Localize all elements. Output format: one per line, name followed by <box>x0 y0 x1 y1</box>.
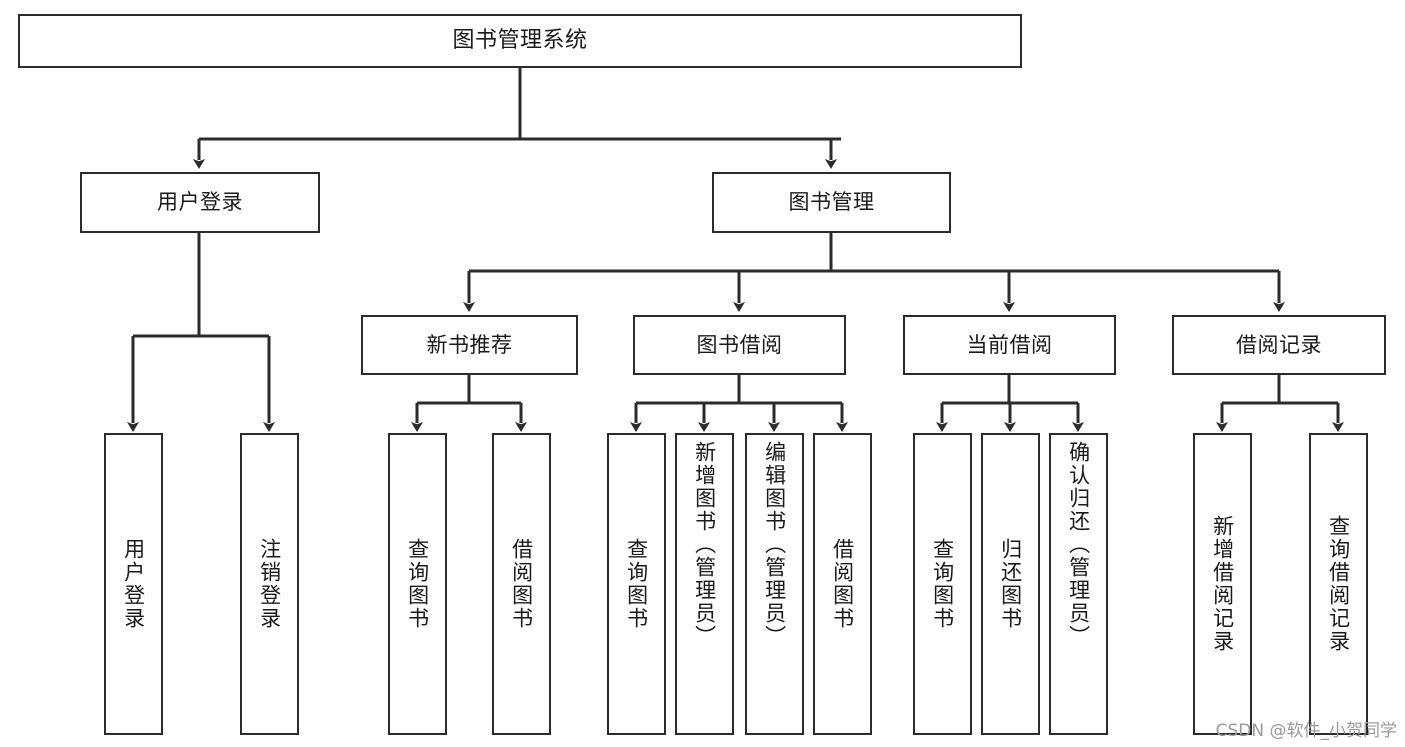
leaf-user-login[interactable]: 用户登录 <box>104 433 163 735</box>
node-label: 注销登录 <box>257 538 282 630</box>
node-label: 新书推荐 <box>426 332 513 357</box>
node-book-borrowing[interactable]: 图书借阅 <box>633 315 846 375</box>
leaf-borrow-book-recommend[interactable]: 借阅图书 <box>492 433 551 735</box>
node-label: 归还图书 <box>998 538 1023 630</box>
node-label: 借阅图书 <box>509 538 534 630</box>
leaf-edit-book-admin[interactable]: 编辑图书（管理员） <box>745 433 804 735</box>
leaf-query-book-current[interactable]: 查询图书 <box>913 433 972 735</box>
node-label: 确认归还（管理员） <box>1066 441 1091 648</box>
node-current-borrowing[interactable]: 当前借阅 <box>903 315 1116 375</box>
node-label: 图书管理 <box>788 190 875 215</box>
node-label: 图书借阅 <box>696 332 783 357</box>
node-label: 编辑图书（管理员） <box>762 441 787 648</box>
node-label: 用户登录 <box>157 190 243 215</box>
leaf-query-borrow-record[interactable]: 查询借阅记录 <box>1309 433 1368 735</box>
node-borrowing-record[interactable]: 借阅记录 <box>1172 315 1386 375</box>
leaf-add-borrow-record[interactable]: 新增借阅记录 <box>1193 433 1252 735</box>
node-label: 新增图书（管理员） <box>692 441 717 648</box>
node-label: 图书管理系统 <box>452 28 588 54</box>
leaf-confirm-return-admin[interactable]: 确认归还（管理员） <box>1049 433 1108 735</box>
node-label: 当前借阅 <box>966 332 1053 357</box>
node-label: 新增借阅记录 <box>1210 515 1235 653</box>
node-new-book-recommendation[interactable]: 新书推荐 <box>361 315 578 375</box>
node-root-book-management-system[interactable]: 图书管理系统 <box>18 14 1022 68</box>
node-label: 查询借阅记录 <box>1326 515 1351 653</box>
leaf-logout[interactable]: 注销登录 <box>240 433 299 735</box>
node-label: 借阅图书 <box>830 538 855 630</box>
leaf-query-book-borrow[interactable]: 查询图书 <box>607 433 666 735</box>
leaf-return-book[interactable]: 归还图书 <box>981 433 1040 735</box>
node-book-management[interactable]: 图书管理 <box>712 172 951 233</box>
leaf-add-book-admin[interactable]: 新增图书（管理员） <box>675 433 734 735</box>
node-label: 借阅记录 <box>1236 332 1322 357</box>
node-label: 用户登录 <box>121 538 146 630</box>
node-label: 查询图书 <box>624 538 649 630</box>
leaf-borrow-book[interactable]: 借阅图书 <box>813 433 872 735</box>
node-user-login[interactable]: 用户登录 <box>80 172 320 233</box>
node-label: 查询图书 <box>930 538 955 630</box>
node-label: 查询图书 <box>405 538 430 630</box>
leaf-query-book-recommend[interactable]: 查询图书 <box>388 433 447 735</box>
